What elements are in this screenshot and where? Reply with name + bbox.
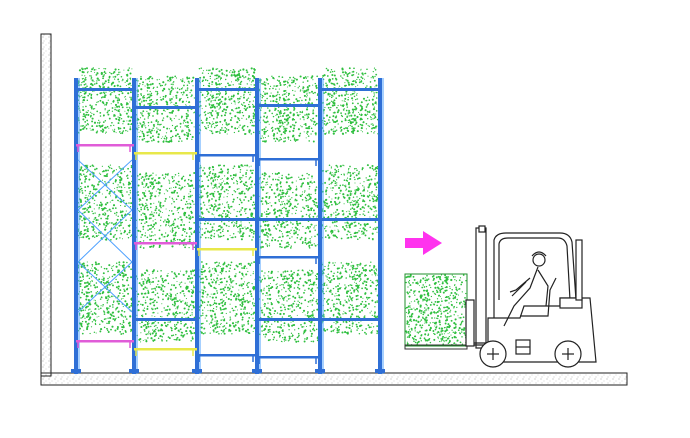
rack-upright bbox=[255, 78, 259, 374]
pallet-load bbox=[258, 75, 319, 143]
rack-brace bbox=[77, 209, 133, 263]
rack-top-beam bbox=[257, 104, 320, 107]
rack-top-beam bbox=[197, 88, 257, 91]
rack-beam bbox=[257, 318, 320, 321]
floor bbox=[40, 372, 628, 386]
pallet-load bbox=[77, 164, 133, 241]
rack-rail bbox=[257, 158, 320, 161]
pallet-load bbox=[77, 67, 133, 135]
pallet-load bbox=[77, 261, 133, 335]
pallet-base bbox=[404, 344, 468, 350]
rack-rail bbox=[197, 154, 257, 157]
rack-brace bbox=[77, 159, 133, 211]
pallet-load bbox=[321, 164, 379, 241]
rack-base-plate bbox=[71, 369, 81, 373]
rack-rail bbox=[76, 340, 134, 343]
rack-beam bbox=[134, 318, 197, 321]
pallet-rack bbox=[71, 78, 385, 374]
forklift bbox=[465, 225, 597, 368]
rack-upright bbox=[195, 78, 199, 374]
rack-brace bbox=[77, 261, 133, 313]
rack-base-plate bbox=[129, 369, 139, 373]
pallet-load bbox=[135, 269, 196, 343]
rack-beam bbox=[320, 318, 380, 321]
rack-rail bbox=[197, 248, 257, 251]
rack-base-plate bbox=[192, 369, 202, 373]
rack-top-beam bbox=[320, 88, 380, 91]
rack-beam bbox=[257, 218, 320, 221]
pallet-load bbox=[198, 67, 256, 136]
rack-rail bbox=[134, 242, 197, 245]
rack-upright bbox=[378, 78, 382, 374]
rack-beam bbox=[197, 218, 257, 221]
rack-base-plate bbox=[252, 369, 262, 373]
rack-upright bbox=[318, 78, 322, 374]
rack-rail bbox=[134, 348, 197, 351]
rack-rail bbox=[76, 144, 134, 147]
wall bbox=[40, 33, 52, 377]
rack-base-plate bbox=[375, 369, 385, 373]
rack-upright bbox=[132, 78, 136, 374]
pallet-load bbox=[321, 261, 379, 335]
pallet-load bbox=[258, 269, 319, 343]
direction-arrow bbox=[405, 231, 442, 255]
rack-rail bbox=[257, 356, 320, 359]
rack-upright bbox=[74, 78, 78, 374]
pallet-loads bbox=[77, 67, 379, 343]
pallet-load bbox=[135, 172, 196, 249]
rack-beam bbox=[320, 218, 380, 221]
rack-rail bbox=[257, 256, 320, 259]
pallet-load bbox=[321, 67, 379, 135]
rack-base-plate bbox=[315, 369, 325, 373]
pallet-load bbox=[198, 164, 256, 241]
rack-rail bbox=[134, 152, 197, 155]
pallet-load bbox=[258, 172, 319, 249]
pallet-load bbox=[135, 75, 196, 143]
rack-top-beam bbox=[76, 88, 134, 91]
pallet-load bbox=[405, 274, 467, 346]
pallet-load bbox=[198, 261, 256, 335]
rack-rail bbox=[197, 354, 257, 357]
rack-top-beam bbox=[134, 106, 197, 109]
forklift-pallet-load bbox=[404, 273, 468, 350]
